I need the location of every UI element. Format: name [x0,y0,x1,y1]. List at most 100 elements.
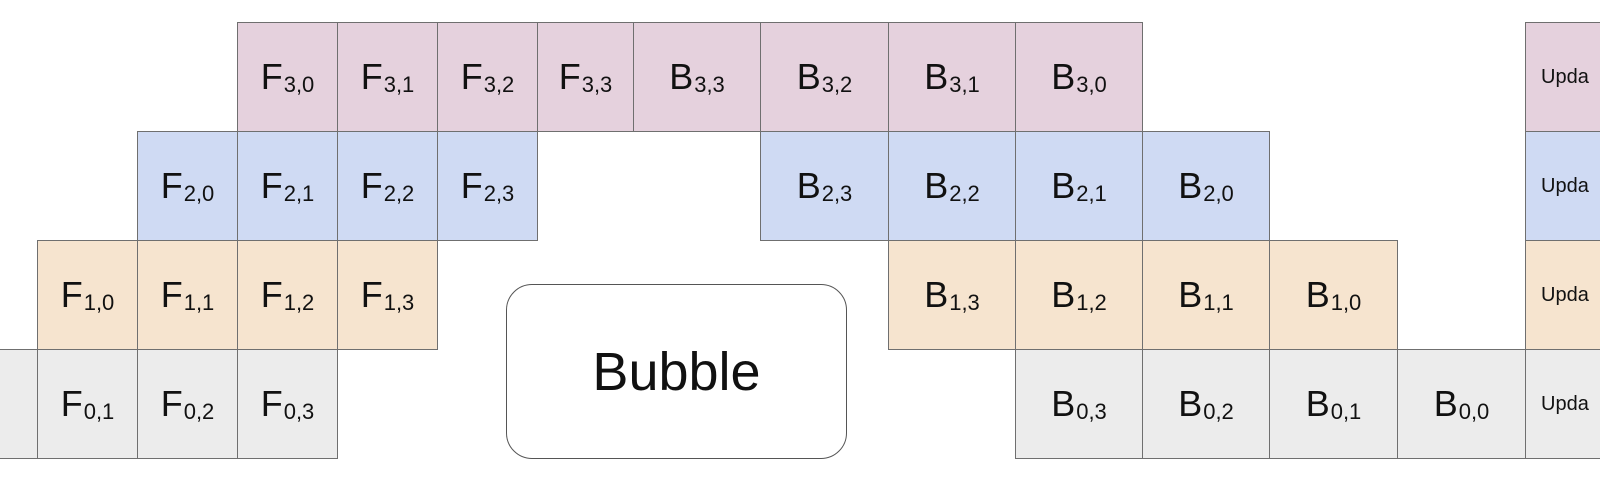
update-cell-r2: Upda [1525,131,1600,241]
cell-index-subscript: 2,1 [283,181,315,206]
cell-op-label: F [558,56,581,97]
cell-index-subscript: 0,2 [1203,399,1234,424]
cell-op-label: F [60,383,83,424]
cell-index-subscript: 3,2 [483,72,515,97]
cell-index-subscript: 1,1 [183,290,215,315]
update-cell-r3: Upda [1525,22,1600,132]
cell-op-label: F [260,56,283,97]
update-cell-r0: Upda [1525,349,1600,459]
cell-op-label: B [924,56,949,97]
cell-op-label: F [360,165,383,206]
cell-index-subscript: 2,2 [383,181,415,206]
bubble-label: Bubble [506,284,847,459]
cell-op-label: B [796,165,821,206]
cell-op-label: B [1051,56,1076,97]
cell-op-label: F [260,383,283,424]
cell-index-subscript: 2,0 [183,181,215,206]
cell-op-label: B [1051,383,1076,424]
cell-op-label: B [1305,274,1330,315]
cell-op-label: B [796,56,821,97]
cell-op-label: B [669,56,694,97]
cell-op-label: B [924,274,949,315]
cell-index-subscript: 0,3 [1076,399,1107,424]
cell-index-subscript: 0,3 [283,399,315,424]
cell-index-subscript: 0,0 [1458,399,1490,424]
cell-index-subscript: 1,2 [1076,290,1107,315]
cell-index-subscript: 1,2 [283,290,315,315]
cell-index-subscript: 0,1 [1330,399,1362,424]
cell-op-label: B [1178,383,1203,424]
cell-op-label: B [1178,274,1203,315]
cell-op-label: B [1051,274,1076,315]
cell-op-label: F [460,165,483,206]
cell-op-label: B [1305,383,1330,424]
cell-index-subscript: 3,3 [581,72,613,97]
cell-op-label: B [924,165,949,206]
cell-index-subscript: 1,0 [1330,290,1362,315]
cell-op-label: F [360,56,383,97]
cell-index-subscript: 1,3 [383,290,415,315]
cell-index-subscript: 3,1 [383,72,415,97]
cell-op-label: B [1051,165,1076,206]
cell-index-subscript: 2,3 [483,181,515,206]
cell-x-0: ,0 [0,349,38,459]
cell-op-label: B [1178,165,1203,206]
cell-op-label: F [60,274,83,315]
cell-index-subscript: 1,3 [949,290,980,315]
cell-op-label: F [260,274,283,315]
cell-index-subscript: 3,1 [949,72,980,97]
cell-op-label: F [160,165,183,206]
cell-op-label: F [260,165,283,206]
cell-index-subscript: 1,0 [83,290,115,315]
cell-op-label: F [460,56,483,97]
cell-op-label: F [160,274,183,315]
cell-op-label: F [160,383,183,424]
cell-index-subscript: 3,2 [821,72,853,97]
update-cell-r1: Upda [1525,240,1600,350]
cell-index-subscript: 3,3 [694,72,725,97]
cell-index-subscript: 2,0 [1203,181,1234,206]
cell-index-subscript: 0,1 [83,399,115,424]
cell-index-subscript: 1,1 [1203,290,1234,315]
cell-index-subscript: 3,0 [283,72,315,97]
cell-op-label: F [360,274,383,315]
cell-index-subscript: 2,1 [1076,181,1107,206]
cell-index-subscript: 2,3 [821,181,853,206]
cell-index-subscript: 0,2 [183,399,215,424]
cell-index-subscript: 3,0 [1076,72,1107,97]
cell-op-label: B [1433,383,1458,424]
cell-index-subscript: 2,2 [949,181,980,206]
